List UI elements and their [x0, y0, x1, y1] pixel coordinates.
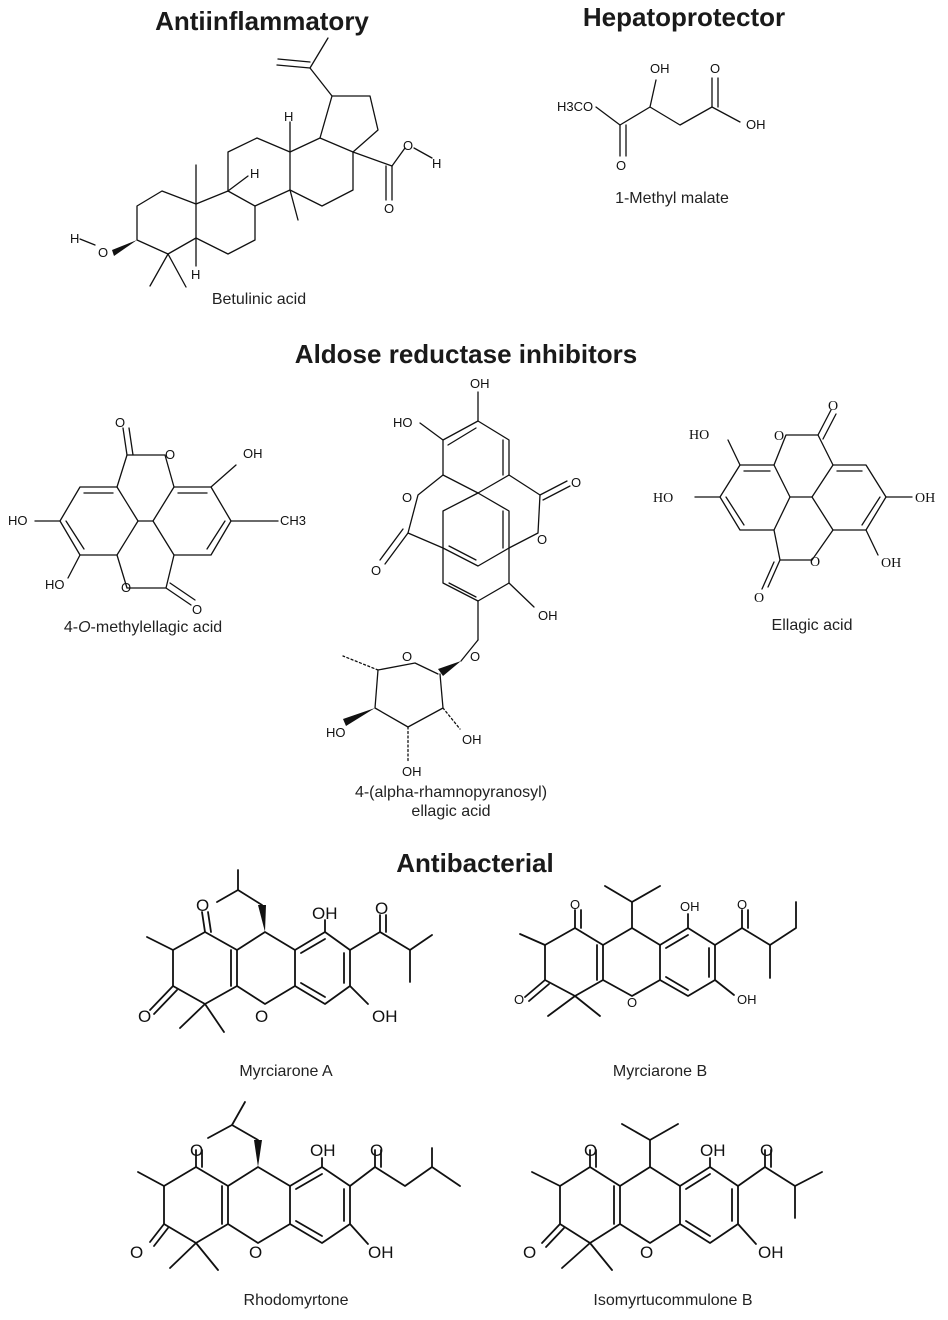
structure-rhodomyrtone: O O O OH O OH Rhodomyrtone	[130, 1101, 461, 1309]
atom-oh-mya-2: OH	[372, 1007, 398, 1026]
atom-o-rho-2: O	[130, 1243, 143, 1262]
structure-myrciarone-b: O O O OH O OH Myrciarone B	[514, 885, 797, 1080]
atom-o-rh-lac2: O	[537, 532, 547, 547]
compound-name-rhodomyrtone: Rhodomyrtone	[244, 1292, 349, 1309]
atom-o-ell-3: O	[810, 555, 820, 570]
atom-o-meth-4: O	[192, 602, 202, 617]
atom-oh-mya-1: OH	[312, 904, 338, 923]
compound-name-myrciarone-a: Myrciarone A	[239, 1063, 333, 1080]
section-title-antiinflammatory: Antiinflammatory	[155, 6, 369, 36]
atom-h-c18: H	[284, 109, 293, 124]
atom-o-rh-glyco: O	[470, 649, 480, 664]
atom-o-iso-2: O	[523, 1243, 536, 1262]
section-title-aldose-reductase-inhibitors: Aldose reductase inhibitors	[295, 339, 637, 369]
atom-oh-myb-2: OH	[737, 992, 757, 1007]
atom-oh-rho-2: OH	[368, 1243, 394, 1262]
structure-myrciarone-a: O O O OH O OH Myrciarone A	[138, 869, 433, 1080]
compound-name-4-o-methylellagic-acid: 4-O-methylellagic acid	[64, 619, 222, 636]
atom-ho-ell-1: HO	[689, 428, 709, 443]
atom-ho-rh-sugar1: HO	[326, 725, 346, 740]
atom-ch3-meth: CH3	[280, 513, 306, 528]
atom-oh-meth-1: OH	[243, 446, 263, 461]
atom-o-rh-c1: O	[371, 563, 381, 578]
atom-o-mya-2: O	[138, 1007, 151, 1026]
atom-o-myb-3: O	[627, 995, 637, 1010]
atom-o-rho-1: O	[190, 1141, 203, 1160]
atom-oh-rh-top: OH	[470, 376, 490, 391]
atom-o-myb-1: O	[570, 897, 580, 912]
compound-name-betulinic-acid: Betulinic acid	[212, 291, 306, 308]
atom-oh-myb-1: OH	[680, 899, 700, 914]
atom-h-c5: H	[191, 267, 200, 282]
atom-o-iso-4: O	[760, 1141, 773, 1160]
section-title-hepatoprotector: Hepatoprotector	[583, 2, 785, 32]
compound-name-myrciarone-b: Myrciarone B	[613, 1063, 707, 1080]
atom-o-ell-2: O	[828, 399, 838, 414]
atom-o-ell-4: O	[754, 591, 764, 606]
compound-name-rhamnopyranosyl-line2: ellagic acid	[411, 803, 490, 820]
atom-oh-rh-sugar2: OH	[462, 732, 482, 747]
atom-h-hydroxyl: H	[70, 231, 79, 246]
compound-name-isomyrtucommulone-b: Isomyrtucommulone B	[593, 1292, 752, 1309]
compound-name-ellagic-acid: Ellagic acid	[772, 617, 853, 634]
atom-o-acid: O	[403, 138, 413, 153]
structure-betulinic-acid: O H O O H H H H Betulinic acid	[70, 37, 441, 308]
atom-o-meth-2: O	[165, 447, 175, 462]
compound-name-rhamnopyranosyl-line1: 4-(alpha-rhamnopyranosyl)	[355, 784, 547, 801]
atom-o-rh-lac1: O	[402, 490, 412, 505]
atom-o-rho-3: O	[249, 1243, 262, 1262]
structure-4-o-methylellagic-acid: O O O O OH HO HO CH3 4-O-methylellagic a…	[8, 415, 306, 636]
atom-h3co: H3CO	[557, 99, 593, 114]
structure-ellagic-acid: HO HO OH OH O O O O Ellagic acid	[653, 399, 935, 634]
structure-rhamnopyranosyl-ellagic-acid: OH HO O O O O OH O O HO OH OH 4-(alpha-r…	[326, 376, 581, 820]
atom-o-meth-3: O	[121, 580, 131, 595]
atom-ho-meth-3: HO	[45, 577, 65, 592]
atom-o-myb-2: O	[514, 992, 524, 1007]
atom-oh-malate-acid: OH	[746, 117, 766, 132]
atom-o-rh-c2: O	[571, 475, 581, 490]
atom-o-hydroxyl: O	[98, 245, 108, 260]
atom-o-meth-1: O	[115, 415, 125, 430]
atom-oh-rh-right: OH	[538, 608, 558, 623]
atom-ho-meth-2: HO	[8, 513, 28, 528]
structure-isomyrtucommulone-b: O O O OH O OH Isomyrtucommulone B	[523, 1123, 823, 1309]
atom-o-mya-3: O	[255, 1007, 268, 1026]
atom-oh-rh-sugar3: OH	[402, 764, 422, 779]
atom-o-malate-2: O	[616, 158, 626, 173]
atom-ho-rh-left: HO	[393, 415, 413, 430]
atom-oh-malate: OH	[650, 61, 670, 76]
atom-o-mya-4: O	[375, 899, 388, 918]
atom-o-mya-1: O	[196, 896, 209, 915]
atom-oh-iso-2: OH	[758, 1243, 784, 1262]
compound-name-1-methyl-malate: 1-Methyl malate	[615, 190, 729, 207]
atom-ho-ell-2: HO	[653, 491, 673, 506]
atom-o-myb-4: O	[737, 897, 747, 912]
atom-o-carbonyl: O	[384, 201, 394, 216]
atom-oh-ell-4: OH	[881, 556, 901, 571]
atom-o-rho-4: O	[370, 1141, 383, 1160]
atom-o-ell-1: O	[774, 429, 784, 444]
atom-oh-rho-1: OH	[310, 1141, 336, 1160]
atom-h-c9: H	[250, 166, 259, 181]
structure-1-methyl-malate: H3CO OH O O OH 1-Methyl malate	[557, 61, 766, 207]
atom-o-malate-1: O	[710, 61, 720, 76]
atom-oh-iso-1: OH	[700, 1141, 726, 1160]
atom-oh-ell-3: OH	[915, 491, 935, 506]
atom-o-rh-ring: O	[402, 649, 412, 664]
atom-o-iso-3: O	[640, 1243, 653, 1262]
section-title-antibacterial: Antibacterial	[396, 848, 554, 878]
atom-o-iso-1: O	[584, 1141, 597, 1160]
atom-h-acid: H	[432, 156, 441, 171]
